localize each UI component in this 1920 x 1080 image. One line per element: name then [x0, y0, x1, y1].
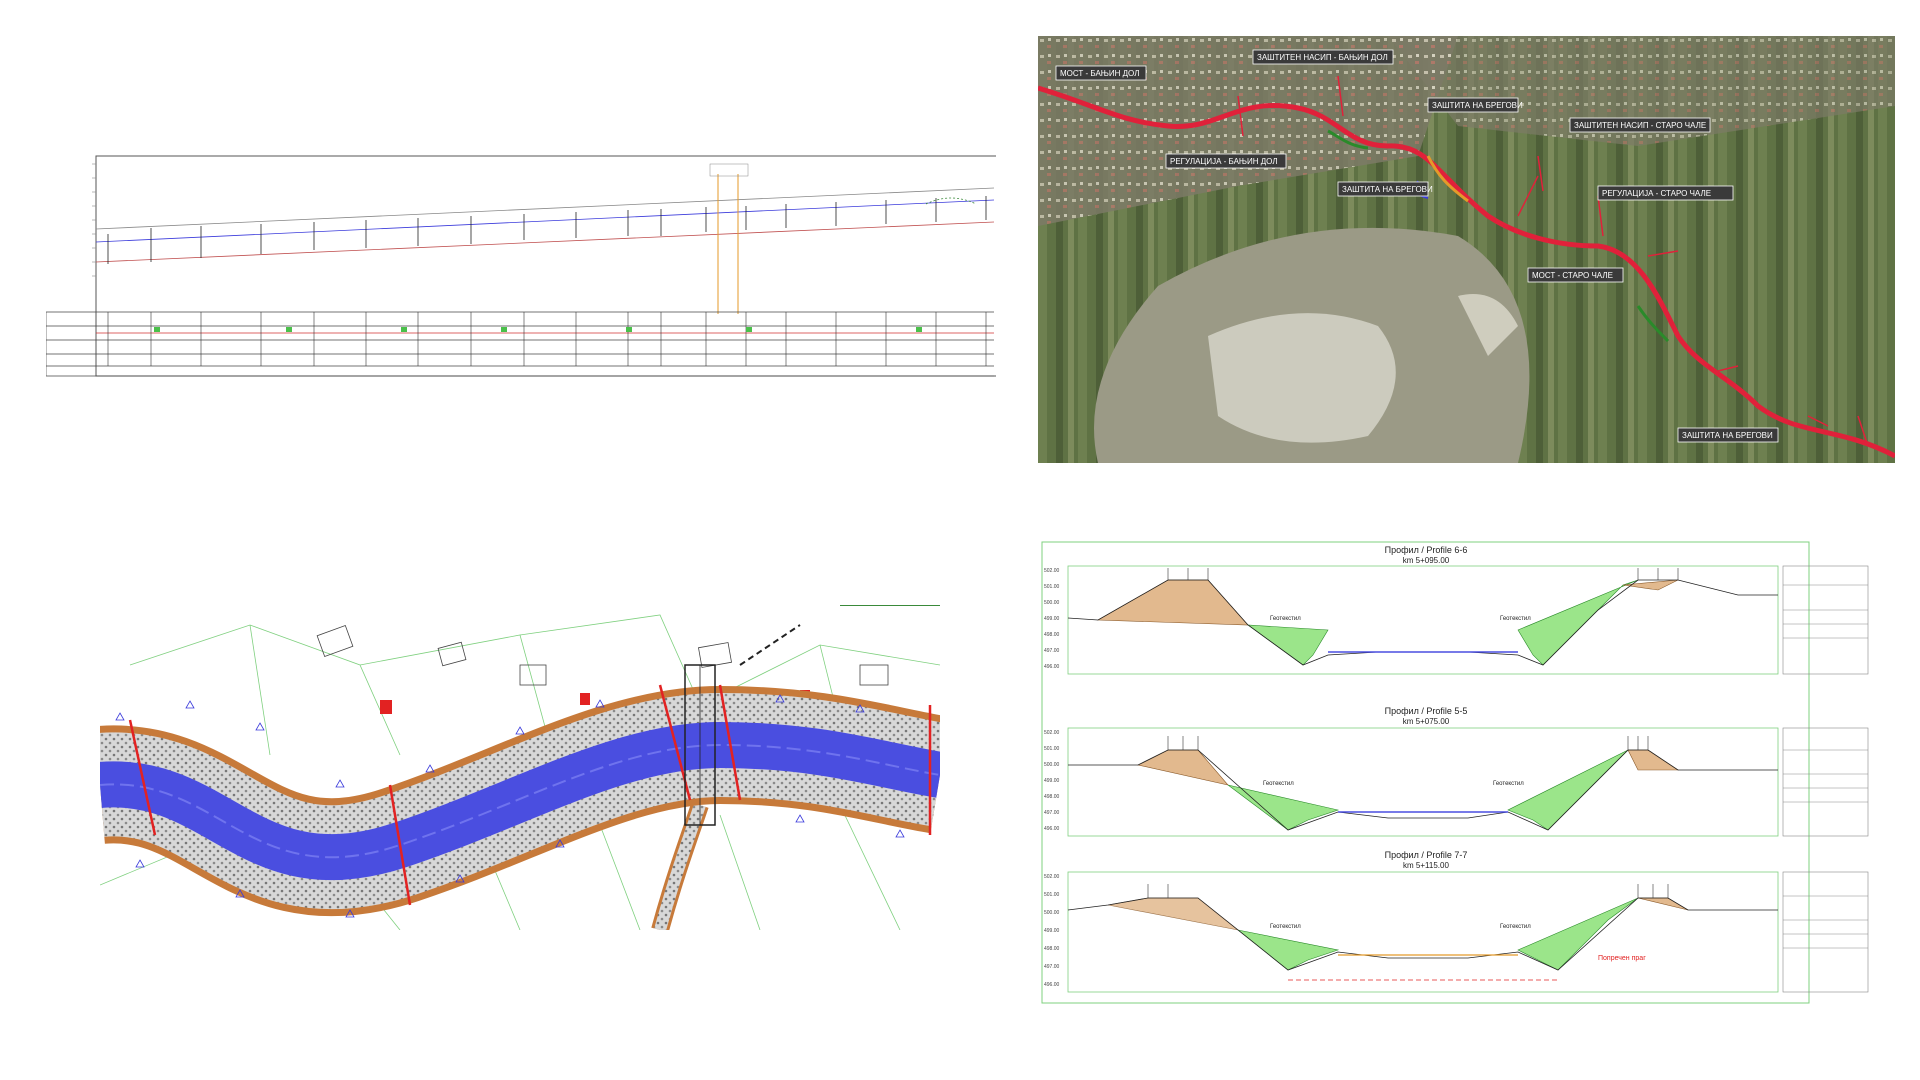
section-chainage: km 5+075.00	[1403, 717, 1450, 726]
longitudinal-profile-svg	[46, 155, 996, 377]
aerial-map-svg: МОСТ - БАЊИН ДОЛ ЗАШТИТЕН НАСИП - БАЊИН …	[1038, 36, 1895, 463]
y-tick: 499.00	[1044, 778, 1060, 784]
y-tick: 496.00	[1044, 982, 1060, 988]
geotextile-label-right: Геотекстил	[1500, 616, 1531, 622]
y-tick: 496.00	[1044, 826, 1060, 832]
top-grade-line	[95, 187, 995, 230]
y-tick: 498.00	[1044, 632, 1060, 638]
map-label-6: ЗАШТИТА НА БРЕГОВИ	[1342, 185, 1433, 194]
y-tick: 499.00	[1044, 928, 1060, 934]
map-label-8: МОСТ - СТАРО ЧАЛЕ	[1532, 271, 1613, 280]
cross-sections-svg: Профил / Profile 6-6 km 5+095.00 502.00 …	[1041, 541, 1869, 1004]
cross-section-7-7: Профил / Profile 7-7 km 5+115.00 502.00 …	[1044, 850, 1869, 993]
map-label-4: ЗАШТИТЕН НАСИП - СТАРО ЧАЛЕ	[1574, 121, 1706, 130]
cross-section-5-5: Профил / Profile 5-5 km 5+075.00 502.00 …	[1044, 706, 1869, 837]
y-tick: 498.00	[1044, 946, 1060, 952]
y-tick: 497.00	[1044, 810, 1060, 816]
y-tick: 501.00	[1044, 746, 1060, 752]
y-tick: 502.00	[1044, 874, 1060, 880]
map-label-5: РЕГУЛАЦИЈА - БАЊИН ДОЛ	[1170, 157, 1278, 166]
geotextile-label-right: Геотекстил	[1493, 781, 1524, 787]
map-label-7: РЕГУЛАЦИЈА - СТАРО ЧАЛЕ	[1602, 189, 1711, 198]
y-tick: 496.00	[1044, 664, 1060, 670]
y-tick: 498.00	[1044, 794, 1060, 800]
y-tick: 497.00	[1044, 648, 1060, 654]
plan-view-svg	[100, 605, 940, 930]
y-tick: 500.00	[1044, 910, 1060, 916]
geotextile-label-left: Геотекстил	[1263, 781, 1294, 787]
y-tick: 497.00	[1044, 964, 1060, 970]
map-label-2: ЗАШТИТЕН НАСИП - БАЊИН ДОЛ	[1257, 53, 1388, 62]
y-tick: 499.00	[1044, 616, 1060, 622]
bottom-grade-line	[95, 221, 995, 263]
plan-view-drawing	[100, 605, 940, 930]
geotextile-label-right: Геотекстил	[1500, 924, 1531, 930]
cross-sections-drawing: Профил / Profile 6-6 km 5+095.00 502.00 …	[1038, 540, 1895, 1005]
section-title: Профил / Profile 6-6	[1385, 545, 1468, 555]
station-marks	[107, 196, 987, 264]
y-tick: 500.00	[1044, 600, 1060, 606]
profile-data-table	[46, 311, 994, 377]
water-level-line	[95, 199, 995, 243]
cross-section-6-6: Профил / Profile 6-6 km 5+095.00 502.00 …	[1044, 545, 1869, 675]
aerial-map: МОСТ - БАЊИН ДОЛ ЗАШТИТЕН НАСИП - БАЊИН …	[1038, 36, 1895, 463]
y-tick: 501.00	[1044, 892, 1060, 898]
y-tick: 501.00	[1044, 584, 1060, 590]
section-lines	[128, 684, 932, 906]
geotextile-label-left: Геотекстил	[1270, 924, 1301, 930]
map-label-1: МОСТ - БАЊИН ДОЛ	[1060, 69, 1139, 78]
river-regulation-route	[1038, 85, 1895, 459]
geotextile-label-left: Геотекстил	[1270, 616, 1301, 622]
section-chainage: km 5+095.00	[1403, 556, 1450, 565]
longitudinal-profile-drawing	[46, 154, 996, 378]
y-tick: 500.00	[1044, 762, 1060, 768]
section-title: Профил / Profile 7-7	[1385, 850, 1468, 860]
map-label-3: ЗАШТИТА НА БРЕГОВИ	[1432, 101, 1523, 110]
section-chainage: km 5+115.00	[1403, 861, 1449, 870]
section-title: Профил / Profile 5-5	[1385, 706, 1468, 716]
sill-label: Попречен праг	[1598, 955, 1646, 962]
y-tick: 502.00	[1044, 730, 1060, 736]
y-tick: 502.00	[1044, 568, 1060, 574]
map-label-9: ЗАШТИТА НА БРЕГОВИ	[1682, 431, 1773, 440]
